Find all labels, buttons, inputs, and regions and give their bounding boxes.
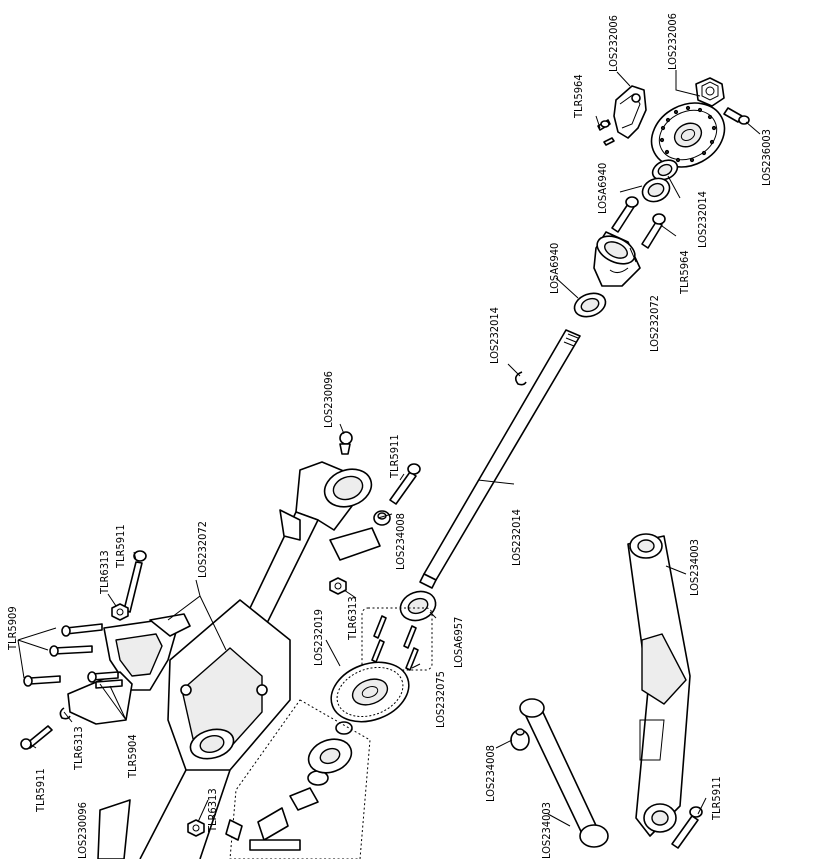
- label-los232014-b: LOS232014: [488, 307, 501, 364]
- label-tlr6313-c: TLR6313: [72, 726, 85, 771]
- bearing-carrier: [593, 231, 641, 287]
- nut-tlr6313-mid: [329, 577, 347, 595]
- label-tlr5911-a: TLR5911: [388, 434, 401, 479]
- screw-long-b: [641, 213, 666, 249]
- label-tlr5964-a: TLR5964: [572, 74, 585, 119]
- label-los232075: LOS232075: [434, 671, 447, 728]
- label-losa6940-a: LOSA6940: [596, 163, 609, 214]
- ring-gear-los232019: [330, 661, 410, 723]
- set-screw: [723, 107, 750, 125]
- bushing-los234008: [373, 510, 391, 526]
- label-los232014-c: LOS232014: [510, 509, 523, 566]
- label-los232072-a: LOS232072: [648, 295, 661, 352]
- label-tlr5909: TLR5909: [6, 606, 19, 651]
- label-los232006-b: LOS232006: [666, 13, 679, 70]
- hex-hub-nut: [695, 77, 725, 107]
- label-los234008-b: LOS234008: [484, 745, 497, 802]
- label-tlr6313-d: TLR6313: [206, 788, 219, 833]
- nut-tlr6313-left-top: [111, 603, 129, 621]
- screw-tlr5911-left-top: [123, 550, 147, 613]
- label-tlr5964-b: TLR5964: [678, 250, 691, 295]
- label-los230096-a: LOS230096: [322, 371, 335, 428]
- label-losa6957: LOSA6957: [452, 617, 465, 668]
- label-los232019: LOS232019: [312, 609, 325, 666]
- screw-group-los232075: [361, 607, 433, 671]
- ball-stud-top: [339, 431, 353, 455]
- bearing-losa6957: [399, 590, 437, 622]
- label-los234003-a: LOS234003: [688, 539, 701, 596]
- e-clip: [514, 371, 527, 386]
- link-arm-los234003-large: [627, 533, 691, 837]
- label-losa6940-b: LOSA6940: [548, 243, 561, 294]
- label-tlr6313-a: TLR6313: [98, 550, 111, 595]
- screws-tlr5904: [87, 671, 123, 689]
- label-tlr6313-b: TLR6313: [346, 596, 359, 641]
- bearing-stack: [641, 159, 679, 203]
- brake-caliper: [613, 85, 647, 139]
- label-los232006-a: LOS232006: [607, 15, 620, 72]
- screw-small-top: [597, 119, 615, 146]
- pivot-ball-los234008: [510, 728, 530, 751]
- label-los232072-b: LOS232072: [196, 521, 209, 578]
- label-los232014-a: LOS232014: [696, 191, 709, 248]
- label-los234008-a: LOS234008: [394, 513, 407, 570]
- gearbox-housing: [97, 461, 381, 859]
- label-los230096-b: LOS230096: [76, 802, 89, 859]
- label-tlr5911-d: TLR5911: [710, 776, 723, 821]
- drive-shaft: [419, 329, 581, 589]
- nut-tlr6313-bottom: [187, 819, 205, 837]
- brake-rotor-disc: [650, 102, 726, 168]
- label-tlr5904: TLR5904: [126, 734, 139, 779]
- label-los236003: LOS236003: [760, 129, 773, 186]
- bearing-single: [573, 292, 607, 318]
- screw-tlr5911-left-bottom: [20, 725, 53, 750]
- part-labels: LOS232006 LOS232006 TLR5964 LOS236003 LO…: [6, 13, 773, 859]
- label-los234003-b: LOS234003: [540, 802, 553, 859]
- label-tlr5911-c: TLR5911: [34, 768, 47, 813]
- screws-tlr5909: [23, 623, 103, 687]
- link-arm-los234003-small: [519, 698, 609, 848]
- screw-tlr5911-top: [389, 463, 421, 505]
- screw-long-a: [611, 196, 639, 233]
- label-tlr5911-b: TLR5911: [114, 524, 127, 569]
- leader-lines: [17, 70, 761, 827]
- diff-gears-box: [225, 699, 371, 859]
- screw-tlr5911-right: [671, 806, 703, 849]
